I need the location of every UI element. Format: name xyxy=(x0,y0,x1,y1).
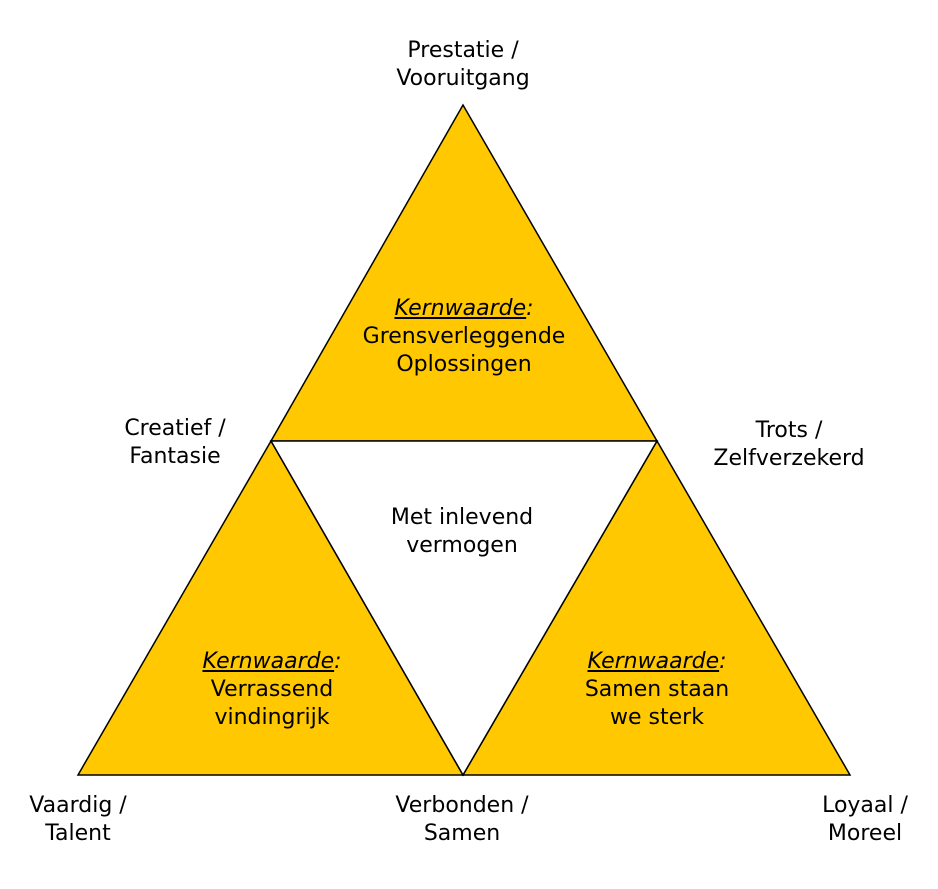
colon: : xyxy=(719,649,727,674)
core-value-left: Kernwaarde: Verrassend vindingrijk xyxy=(202,648,341,732)
core-value-right: Kernwaarde: Samen staan we sterk xyxy=(585,648,729,732)
center-triangle xyxy=(269,440,659,777)
label-line: Fantasie xyxy=(129,444,221,469)
label-line: Samen xyxy=(423,821,501,846)
core-value-line: Grensverleggende xyxy=(362,324,566,349)
core-value-line: Oplossingen xyxy=(396,352,532,377)
core-value-line: vindingrijk xyxy=(214,705,330,730)
label-line: Verbonden / xyxy=(395,793,529,818)
core-value-line: Verrassend xyxy=(210,677,334,702)
vertex-label-mid-left: Creatief / Fantasie xyxy=(124,415,225,471)
core-value-line: Samen staan xyxy=(584,677,730,702)
label-line: Moreel xyxy=(827,821,903,846)
label-line: Talent xyxy=(45,821,111,846)
core-value-heading: Kernwaarde xyxy=(587,649,720,674)
vertex-label-bottom-mid: Verbonden / Samen xyxy=(395,792,528,848)
core-value-heading: Kernwaarde xyxy=(202,649,335,674)
label-line: Loyaal / xyxy=(822,793,908,818)
center-line: vermogen xyxy=(406,533,518,558)
vertex-label-mid-right: Trots / Zelfverzekerd xyxy=(713,417,864,473)
colon: : xyxy=(526,296,534,321)
vertex-label-bottom-left: Vaardig / Talent xyxy=(29,792,126,848)
label-line: Vaardig / xyxy=(29,793,127,818)
label-line: Zelfverzekerd xyxy=(713,446,865,471)
core-value-heading: Kernwaarde xyxy=(394,296,527,321)
center-line: Met inlevend xyxy=(390,505,534,530)
label-line: Vooruitgang xyxy=(396,66,530,91)
center-text: Met inlevend vermogen xyxy=(391,504,533,560)
label-line: Prestatie / xyxy=(407,38,519,63)
vertex-label-bottom-right: Loyaal / Moreel xyxy=(822,792,908,848)
label-line: Creatief / xyxy=(124,416,226,441)
top-triangle xyxy=(269,103,659,442)
label-line: Trots / xyxy=(755,418,823,443)
colon: : xyxy=(334,649,342,674)
vertex-label-top: Prestatie / Vooruitgang xyxy=(396,37,529,93)
core-value-top: Kernwaarde: Grensverleggende Oplossingen xyxy=(363,295,566,379)
core-value-line: we sterk xyxy=(610,705,704,730)
